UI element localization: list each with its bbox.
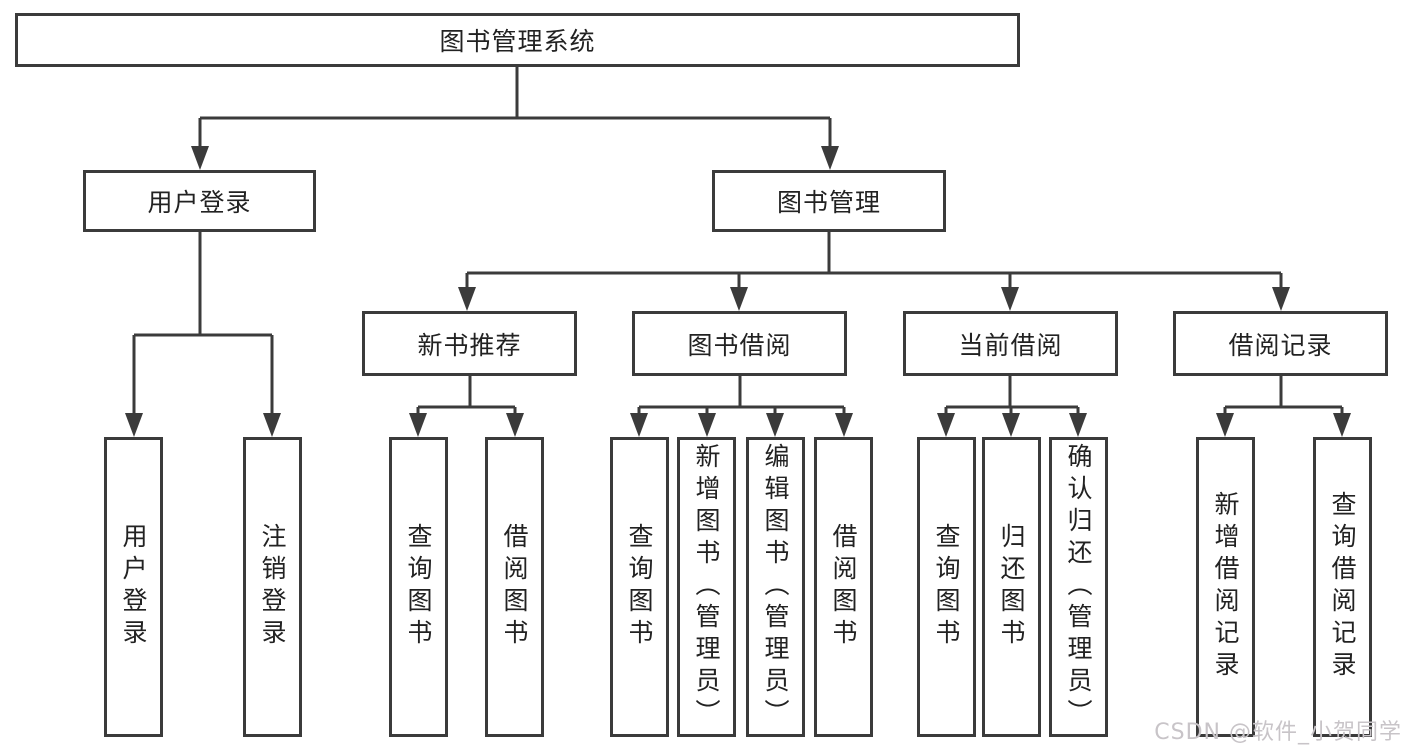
node-root-label: 图书管理系统	[439, 27, 596, 56]
arrowhead-icon	[835, 413, 853, 437]
node-leaf-add-book-admin-label: 新增图书（管理员）	[692, 443, 721, 731]
node-leaf-query-borrow-record: 查询借阅记录	[1313, 437, 1372, 737]
arrowhead-icon	[1001, 287, 1019, 311]
arrowhead-icon	[1333, 413, 1351, 437]
node-leaf-borrow-books-borrowing-label: 借阅图书	[829, 523, 858, 651]
node-leaf-return-books-label: 归还图书	[997, 523, 1026, 651]
arrowhead-icon	[1216, 413, 1234, 437]
node-leaf-query-books-recommend-label: 查询图书	[404, 523, 433, 651]
node-leaf-query-books-current: 查询图书	[917, 437, 976, 737]
arrowhead-icon	[821, 146, 839, 170]
node-root: 图书管理系统	[15, 13, 1020, 67]
node-leaf-user-login-label: 用户登录	[119, 523, 148, 651]
connector-book-borrowing	[637, 376, 846, 420]
node-leaf-add-book-admin: 新增图书（管理员）	[677, 437, 736, 737]
arrowhead-icon	[458, 287, 476, 311]
node-book-borrowing: 图书借阅	[632, 311, 847, 376]
node-new-book-recommend-label: 新书推荐	[417, 330, 522, 360]
arrowhead-icon	[730, 287, 748, 311]
node-leaf-add-borrow-record: 新增借阅记录	[1196, 437, 1255, 737]
node-user-login-label: 用户登录	[147, 188, 252, 217]
arrowhead-icon	[263, 413, 281, 437]
arrowhead-icon	[409, 413, 427, 437]
connector-root	[198, 67, 832, 152]
node-new-book-recommend: 新书推荐	[362, 311, 577, 376]
node-leaf-return-books: 归还图书	[982, 437, 1041, 737]
node-borrowing-records: 借阅记录	[1173, 311, 1388, 376]
node-leaf-confirm-return-admin-label: 确认归还（管理员）	[1064, 443, 1093, 731]
node-current-borrowing-label: 当前借阅	[958, 330, 1063, 360]
node-current-borrowing: 当前借阅	[903, 311, 1118, 376]
node-leaf-query-borrow-record-label: 查询借阅记录	[1328, 491, 1357, 683]
node-borrowing-records-label: 借阅记录	[1228, 330, 1333, 360]
node-leaf-query-books-recommend: 查询图书	[389, 437, 448, 737]
node-leaf-borrow-books-recommend-label: 借阅图书	[500, 523, 529, 651]
arrowhead-icon	[766, 413, 784, 437]
arrowhead-icon	[1069, 413, 1087, 437]
node-book-management: 图书管理	[712, 170, 946, 232]
node-leaf-borrow-books-borrowing: 借阅图书	[814, 437, 873, 737]
connector-book-management	[465, 232, 1283, 294]
arrowhead-icon	[1272, 287, 1290, 311]
node-leaf-query-books-current-label: 查询图书	[932, 523, 961, 651]
node-book-management-label: 图书管理	[776, 188, 881, 217]
node-user-login: 用户登录	[83, 170, 316, 232]
node-leaf-borrow-books-recommend: 借阅图书	[485, 437, 544, 737]
arrowhead-icon	[191, 146, 209, 170]
node-leaf-add-borrow-record-label: 新增借阅记录	[1211, 491, 1240, 683]
node-leaf-query-books-borrowing: 查询图书	[610, 437, 669, 737]
arrowhead-icon	[630, 413, 648, 437]
watermark: CSDN @软件_小贺同学	[1154, 720, 1402, 745]
node-leaf-confirm-return-admin: 确认归还（管理员）	[1049, 437, 1108, 737]
node-book-borrowing-label: 图书借阅	[687, 330, 792, 360]
arrowhead-icon	[698, 413, 716, 437]
arrowhead-icon	[937, 413, 955, 437]
arrowhead-icon	[1002, 413, 1020, 437]
connector-new-book-recommend	[416, 376, 517, 420]
node-leaf-edit-book-admin-label: 编辑图书（管理员）	[761, 443, 790, 731]
arrowhead-icon	[506, 413, 524, 437]
node-leaf-edit-book-admin: 编辑图书（管理员）	[746, 437, 805, 737]
node-leaf-user-login: 用户登录	[104, 437, 163, 737]
node-leaf-logout: 注销登录	[243, 437, 302, 737]
node-leaf-query-books-borrowing-label: 查询图书	[625, 523, 654, 651]
connector-borrowing-records	[1223, 376, 1344, 420]
node-leaf-logout-label: 注销登录	[258, 523, 287, 651]
connector-user-login	[132, 232, 274, 420]
arrowhead-icon	[125, 413, 143, 437]
